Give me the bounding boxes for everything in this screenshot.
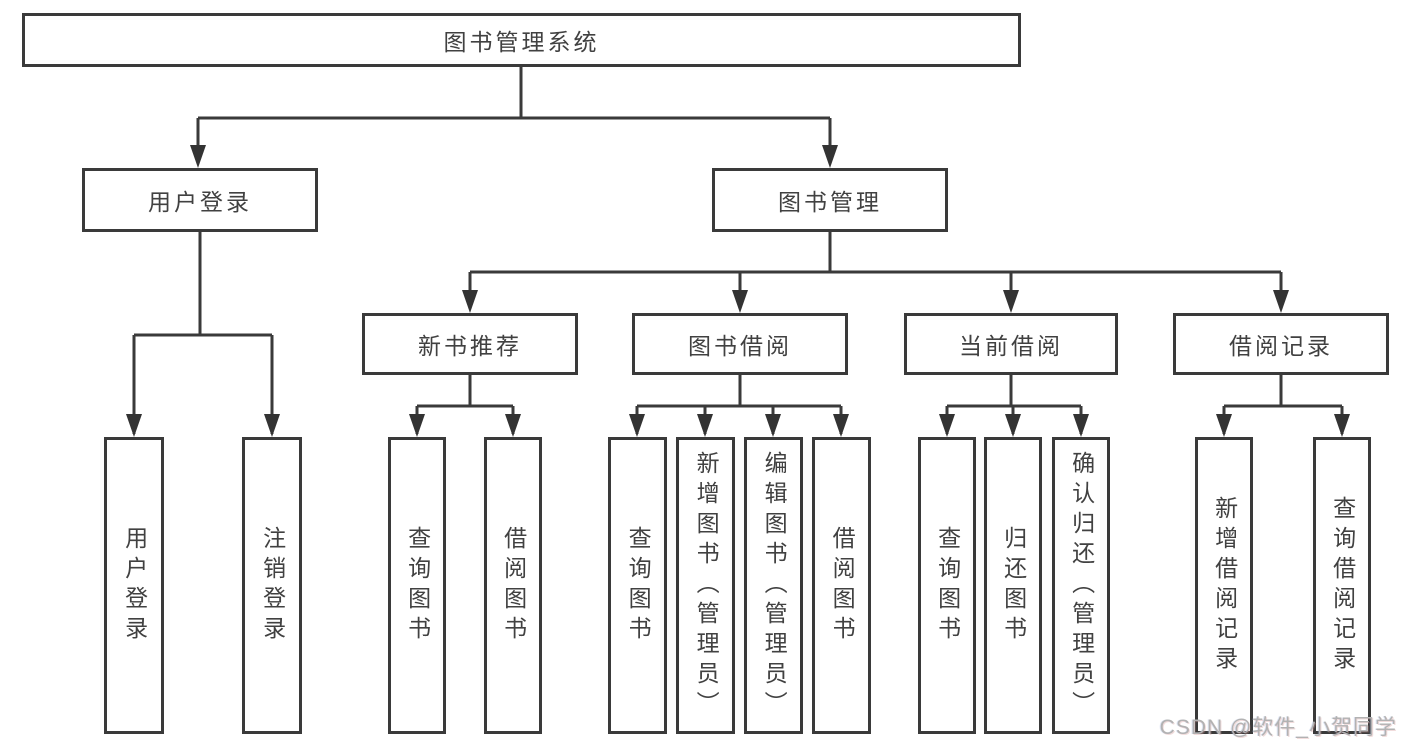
arrowheads: [126, 145, 1350, 437]
node-leaf-borrow-books: 借阅图书: [812, 437, 871, 734]
leaf-label: 编辑图书（管理员）: [761, 450, 788, 721]
node-user-login: 用户登录: [82, 168, 318, 232]
tree-edges: [132, 67, 1344, 434]
node-leaf-edit-books-admin: 编辑图书（管理员）: [744, 437, 803, 734]
leaf-label: 查询图书: [404, 525, 431, 646]
leaf-label: 确认归还（管理员）: [1068, 450, 1095, 721]
leaf-label: 查询图书: [625, 525, 652, 646]
leaf-label: 查询借阅记录: [1329, 495, 1356, 676]
leaf-label: 归还图书: [1000, 525, 1027, 646]
node-leaf-query-books-current: 查询图书: [918, 437, 976, 734]
leaf-label: 用户登录: [121, 525, 148, 646]
node-borrow-records: 借阅记录: [1173, 313, 1389, 375]
leaf-label: 查询图书: [934, 525, 961, 646]
leaf-label: 注销登录: [259, 525, 286, 646]
node-current-borrowing: 当前借阅: [904, 313, 1118, 375]
node-leaf-add-books-admin: 新增图书（管理员）: [676, 437, 735, 734]
leaf-label: 借阅图书: [500, 525, 527, 646]
node-leaf-confirm-return-admin: 确认归还（管理员）: [1052, 437, 1110, 734]
node-leaf-query-borrow-record: 查询借阅记录: [1313, 437, 1371, 734]
node-leaf-user-login: 用户登录: [104, 437, 164, 734]
leaf-label: 借阅图书: [829, 525, 856, 646]
leaf-label: 新增借阅记录: [1211, 495, 1238, 676]
node-leaf-return-books: 归还图书: [984, 437, 1042, 734]
node-leaf-borrow-books-recommend: 借阅图书: [484, 437, 542, 734]
node-new-book-recommend: 新书推荐: [362, 313, 578, 375]
node-leaf-logout: 注销登录: [242, 437, 302, 734]
node-leaf-query-books-recommend: 查询图书: [388, 437, 446, 734]
node-leaf-query-books-borrow: 查询图书: [608, 437, 667, 734]
leaf-label: 新增图书（管理员）: [693, 450, 720, 721]
node-leaf-add-borrow-record: 新增借阅记录: [1195, 437, 1253, 734]
node-book-borrowing: 图书借阅: [632, 313, 848, 375]
node-book-management: 图书管理: [712, 168, 948, 232]
node-root-system: 图书管理系统: [22, 13, 1021, 67]
